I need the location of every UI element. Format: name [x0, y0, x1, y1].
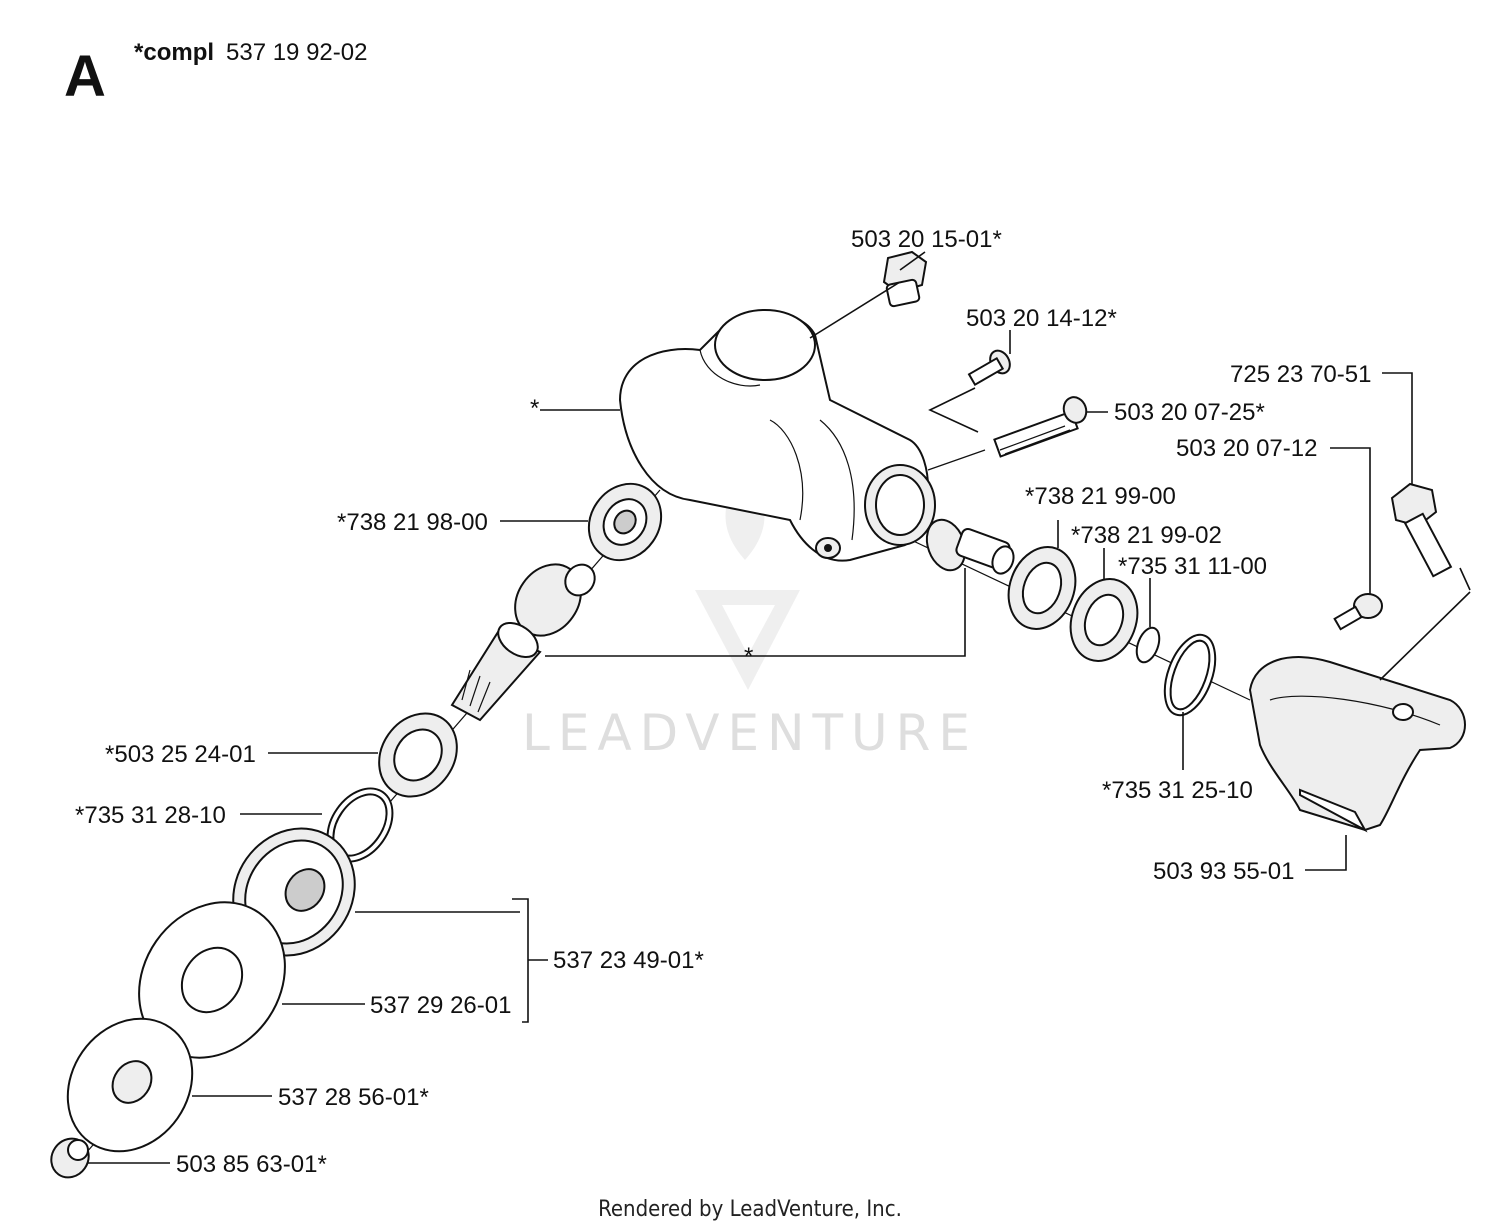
- compl-prefix: *compl: [134, 39, 214, 66]
- label-738-21-98-00: *738 21 98-00: [337, 509, 488, 536]
- thrust-plate: [66, 1017, 194, 1153]
- bracket-screw: [1333, 593, 1383, 631]
- label-503-25-24-01: *503 25 24-01: [105, 741, 256, 768]
- bearing-right-1: [1007, 546, 1077, 630]
- drive-shaft: [450, 621, 542, 722]
- bearing-upper: [587, 482, 663, 562]
- plug-screw: [882, 250, 928, 308]
- label-503-85-63-01: 503 85 63-01*: [176, 1151, 327, 1178]
- label-503-20-07-12: 503 20 07-12: [1176, 435, 1317, 462]
- label-738-21-99-00: *738 21 99-00: [1025, 483, 1176, 510]
- footer-credit: Rendered by LeadVenture, Inc.: [598, 1197, 902, 1222]
- shield-bracket: [1248, 656, 1466, 833]
- bearing-right-2: [1069, 578, 1139, 662]
- label-735-31-11-00: *735 31 11-00: [1118, 553, 1267, 580]
- circlip-large: [1163, 633, 1217, 717]
- label-housing-star: *: [530, 395, 539, 422]
- compl-number: 537 19 92-02: [226, 39, 367, 66]
- long-bolt: [993, 396, 1088, 458]
- label-725-23-70-51: 725 23 70-51: [1230, 361, 1371, 388]
- label-735-31-25-10: *735 31 25-10: [1102, 777, 1253, 804]
- pinion-gear: [925, 518, 1015, 575]
- label-537-28-56-01: 537 28 56-01*: [278, 1084, 429, 1111]
- label-503-20-15-01: 503 20 15-01*: [851, 226, 1002, 253]
- small-screw: [967, 349, 1011, 387]
- label-gears-star: *: [744, 643, 753, 670]
- hex-bolt: [1390, 482, 1453, 578]
- circlip-lower: [326, 787, 394, 863]
- watermark-text: LEADVENTURE: [522, 704, 978, 762]
- bearing-lower: [378, 712, 458, 798]
- label-537-23-49-01: 537 23 49-01*: [553, 947, 704, 974]
- label-537-29-26-01: 537 29 26-01: [370, 992, 511, 1019]
- section-letter: A: [64, 44, 106, 109]
- label-503-20-14-12: 503 20 14-12*: [966, 305, 1117, 332]
- snap-ring-small: [1135, 626, 1161, 664]
- gear-housing: [618, 309, 936, 562]
- lock-nut: [50, 1137, 90, 1179]
- label-503-93-55-01: 503 93 55-01: [1153, 858, 1294, 885]
- label-735-31-28-10: *735 31 28-10: [75, 802, 226, 829]
- bevel-gear-large: [514, 563, 596, 637]
- support-cup: [138, 901, 286, 1059]
- label-503-20-07-25: 503 20 07-25*: [1114, 399, 1265, 426]
- label-738-21-99-02: *738 21 99-02: [1071, 522, 1222, 549]
